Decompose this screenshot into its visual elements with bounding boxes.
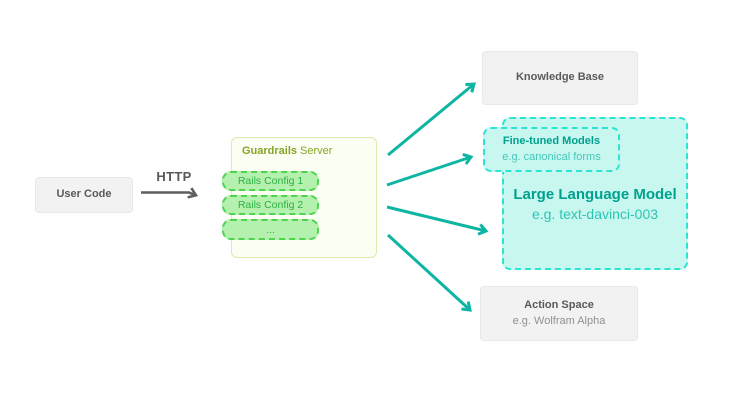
action-space-subtitle: e.g. Wolfram Alpha (512, 314, 606, 327)
arrow-to-action-space (386, 233, 472, 312)
rails-config-more-label: ... (266, 223, 275, 236)
action-space-title: Action Space (524, 299, 594, 312)
knowledge-base-label: Knowledge Base (515, 71, 605, 84)
large-language-model-text: Large Language Model e.g. text-davinci-0… (502, 185, 688, 223)
rails-config-1-node: Rails Config 1 (222, 171, 319, 191)
arrow-to-fine-tuned-models (386, 153, 474, 187)
rails-config-2-node: Rails Config 2 (222, 195, 319, 215)
rails-config-1-label: Rails Config 1 (237, 175, 304, 187)
action-space-node: Action Space e.g. Wolfram Alpha (480, 286, 638, 341)
knowledge-base-node: Knowledge Base (482, 51, 638, 105)
guardrails-server-title-rest: Server (300, 145, 333, 157)
large-language-model-subtitle: e.g. text-davinci-003 (531, 206, 659, 223)
arrow-to-large-language-model (386, 205, 489, 236)
arrow-to-knowledge-base (387, 82, 476, 157)
rails-config-2-label: Rails Config 2 (237, 199, 304, 211)
guardrails-server-title-bold: Guardrails (242, 145, 298, 157)
rails-config-more-node: ... (222, 219, 319, 240)
user-code-node: User Code (35, 177, 133, 213)
fine-tuned-models-node: Fine-tuned Models e.g. canonical forms (483, 127, 620, 172)
user-code-label: User Code (56, 188, 112, 201)
http-label: HTTP (156, 169, 192, 184)
http-arrow (141, 187, 199, 199)
large-language-model-title: Large Language Model (513, 186, 677, 203)
fine-tuned-models-title: Fine-tuned Models (502, 135, 601, 148)
fine-tuned-models-subtitle: e.g. canonical forms (502, 151, 601, 164)
